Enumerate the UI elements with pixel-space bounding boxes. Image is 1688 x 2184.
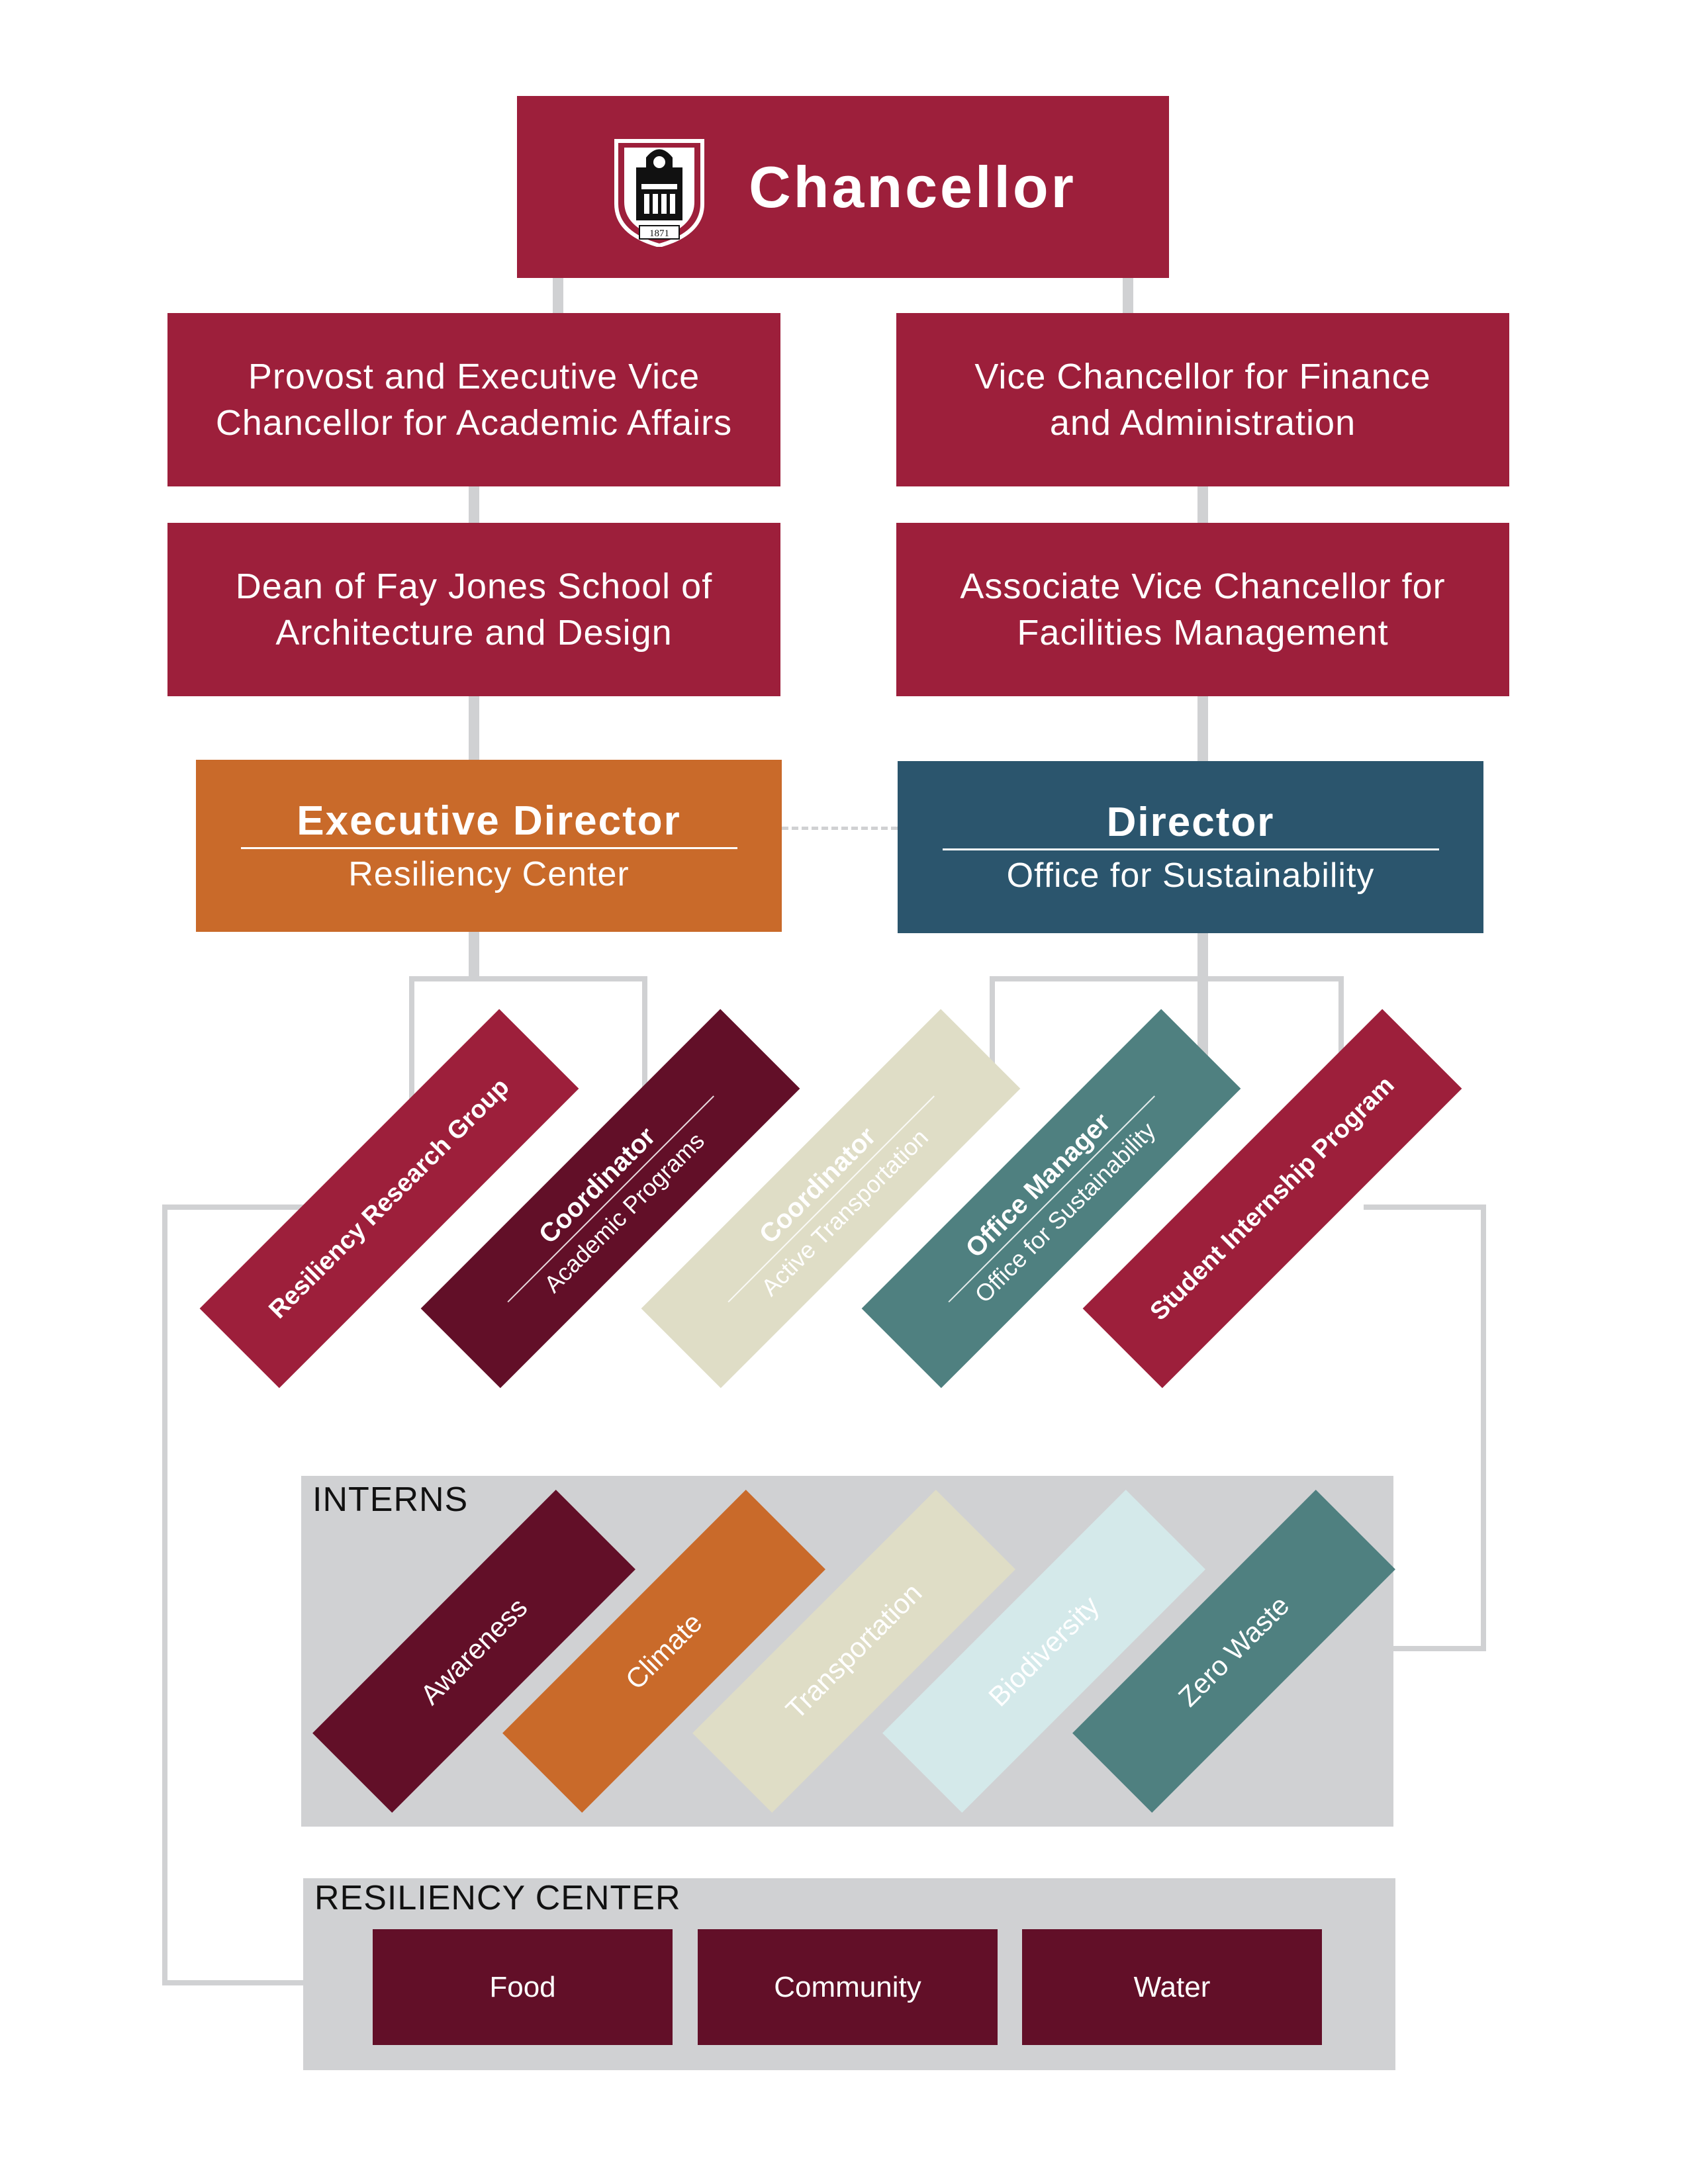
intern-climate-label: Climate <box>619 1606 708 1696</box>
executive-director-box: Executive Director Resiliency Center <box>196 760 782 932</box>
vice-chancellor-box: Vice Chancellor for Finance and Administ… <box>896 313 1509 486</box>
interns-label: INTERNS <box>312 1480 469 1519</box>
connector-outer-right <box>1364 1205 1486 1651</box>
connector-avc-director <box>1197 695 1208 761</box>
resiliency-center-label: RESILIENCY CENTER <box>314 1879 681 1917</box>
vice-chancellor-label: Vice Chancellor for Finance and Administ… <box>974 357 1431 443</box>
connector-dir-down <box>1197 930 1208 979</box>
chancellor-title: Chancellor <box>749 154 1076 220</box>
connector-exec-bracket <box>409 976 647 1109</box>
connector-vc-avc <box>1197 485 1208 525</box>
dashed-link <box>782 827 898 830</box>
connector-chancellor-right <box>1123 275 1133 314</box>
provost-box: Provost and Executive Vice Chancellor fo… <box>167 313 780 486</box>
connector-outer-left <box>162 1205 400 1985</box>
executive-director-title: Executive Director <box>297 797 681 844</box>
director-box: Director Office for Sustainability <box>898 761 1483 933</box>
resiliency-water-label: Water <box>1133 1970 1211 2003</box>
connector-provost-dean <box>469 485 479 525</box>
executive-director-subtitle: Resiliency Center <box>348 854 630 893</box>
director-divider <box>942 848 1439 850</box>
connector-chancellor-left <box>553 275 563 314</box>
connector-dir-bracket <box>990 976 1344 1109</box>
assoc-vice-chancellor-label: Associate Vice Chancellor for Facilities… <box>960 567 1446 653</box>
director-title: Director <box>1106 799 1275 845</box>
dean-box: Dean of Fay Jones School of Architecture… <box>167 523 780 696</box>
university-seal-logo: 1871 <box>614 138 705 247</box>
connector-dean-director <box>469 695 479 761</box>
chancellor-box: 1871 Chancellor <box>517 96 1169 278</box>
resiliency-food-box: Food <box>373 1929 673 2045</box>
executive-director-divider <box>240 846 737 849</box>
resiliency-community-label: Community <box>774 1970 921 2003</box>
resiliency-food-label: Food <box>489 1970 556 2003</box>
resiliency-water-box: Water <box>1022 1929 1322 2045</box>
assoc-vice-chancellor-box: Associate Vice Chancellor for Facilities… <box>896 523 1509 696</box>
director-subtitle: Office for Sustainability <box>1006 856 1375 895</box>
resiliency-community-box: Community <box>698 1929 998 2045</box>
svg-text:1871: 1871 <box>649 228 669 239</box>
provost-label: Provost and Executive Vice Chancellor fo… <box>215 357 733 443</box>
connector-exec-down <box>469 930 479 979</box>
dean-label: Dean of Fay Jones School of Architecture… <box>235 567 713 653</box>
